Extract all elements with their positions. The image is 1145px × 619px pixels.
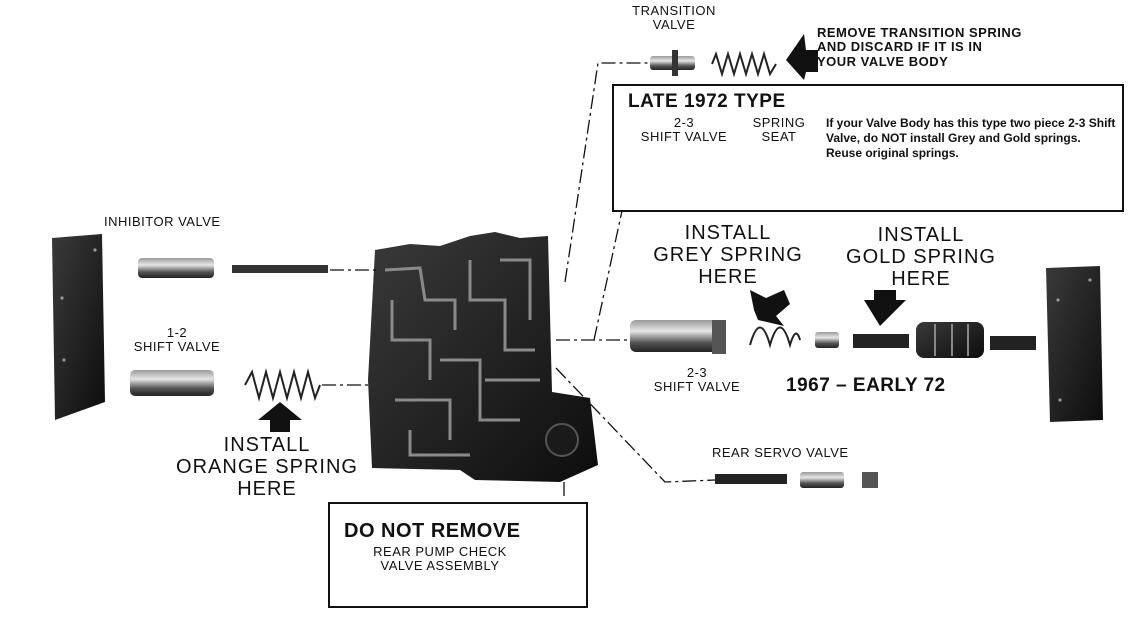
inhibitor-valve — [138, 258, 328, 278]
spring-seat-label: SPRING SEAT — [752, 115, 806, 145]
shift-valve-23-label: 2-3 SHIFT VALVE — [653, 365, 741, 395]
early-1967-label: 1967 – EARLY 72 — [786, 375, 946, 396]
transition-warning: REMOVE TRANSITION SPRING AND DISCARD IF … — [817, 25, 1022, 69]
late-1972-box — [612, 84, 1124, 212]
shift-valve-12 — [130, 370, 214, 396]
arrow-grey-spring — [750, 290, 790, 326]
orange-spring — [244, 368, 321, 402]
transition-valve-label: TRANSITION VALVE — [632, 3, 716, 33]
valve-body — [368, 232, 598, 482]
rear-servo-valve-part — [715, 472, 878, 488]
gold-spring-plug — [815, 332, 839, 348]
left-end-plate — [52, 234, 105, 420]
late-1972-title: LATE 1972 TYPE — [628, 91, 786, 112]
do-not-remove-box — [328, 502, 588, 608]
rear-servo-valve-label: REAR SERVO VALVE — [712, 445, 849, 460]
shift-valve-12-label: 1-2 SHIFT VALVE — [133, 325, 221, 355]
gold-spring — [853, 334, 909, 348]
shift-valve-sleeve — [916, 322, 984, 358]
install-gold-label: INSTALL GOLD SPRING HERE — [846, 224, 996, 290]
transition-valve-part — [650, 50, 695, 76]
grey-spring — [749, 326, 801, 349]
inhibitor-valve-label: INHIBITOR VALVE — [104, 214, 221, 229]
do-not-remove-title: DO NOT REMOVE — [344, 520, 521, 542]
rear-pump-check-label: REAR PUMP CHECK VALVE ASSEMBLY — [373, 544, 507, 574]
late-1972-note: If your Valve Body has this type two pie… — [826, 116, 1116, 160]
late-shift-valve-label: 2-3 SHIFT VALVE — [640, 115, 728, 145]
shift-valve-end-plug — [990, 336, 1036, 350]
shift-valve-23-part — [630, 320, 726, 354]
install-orange-label: INSTALL ORANGE SPRING HERE — [176, 434, 358, 500]
arrow-transition — [786, 34, 818, 80]
right-end-plate — [1046, 266, 1103, 422]
transition-spring — [711, 50, 777, 78]
arrow-gold-spring — [864, 290, 906, 326]
install-grey-label: INSTALL GREY SPRING HERE — [653, 222, 803, 288]
arrow-orange-spring — [258, 402, 302, 432]
